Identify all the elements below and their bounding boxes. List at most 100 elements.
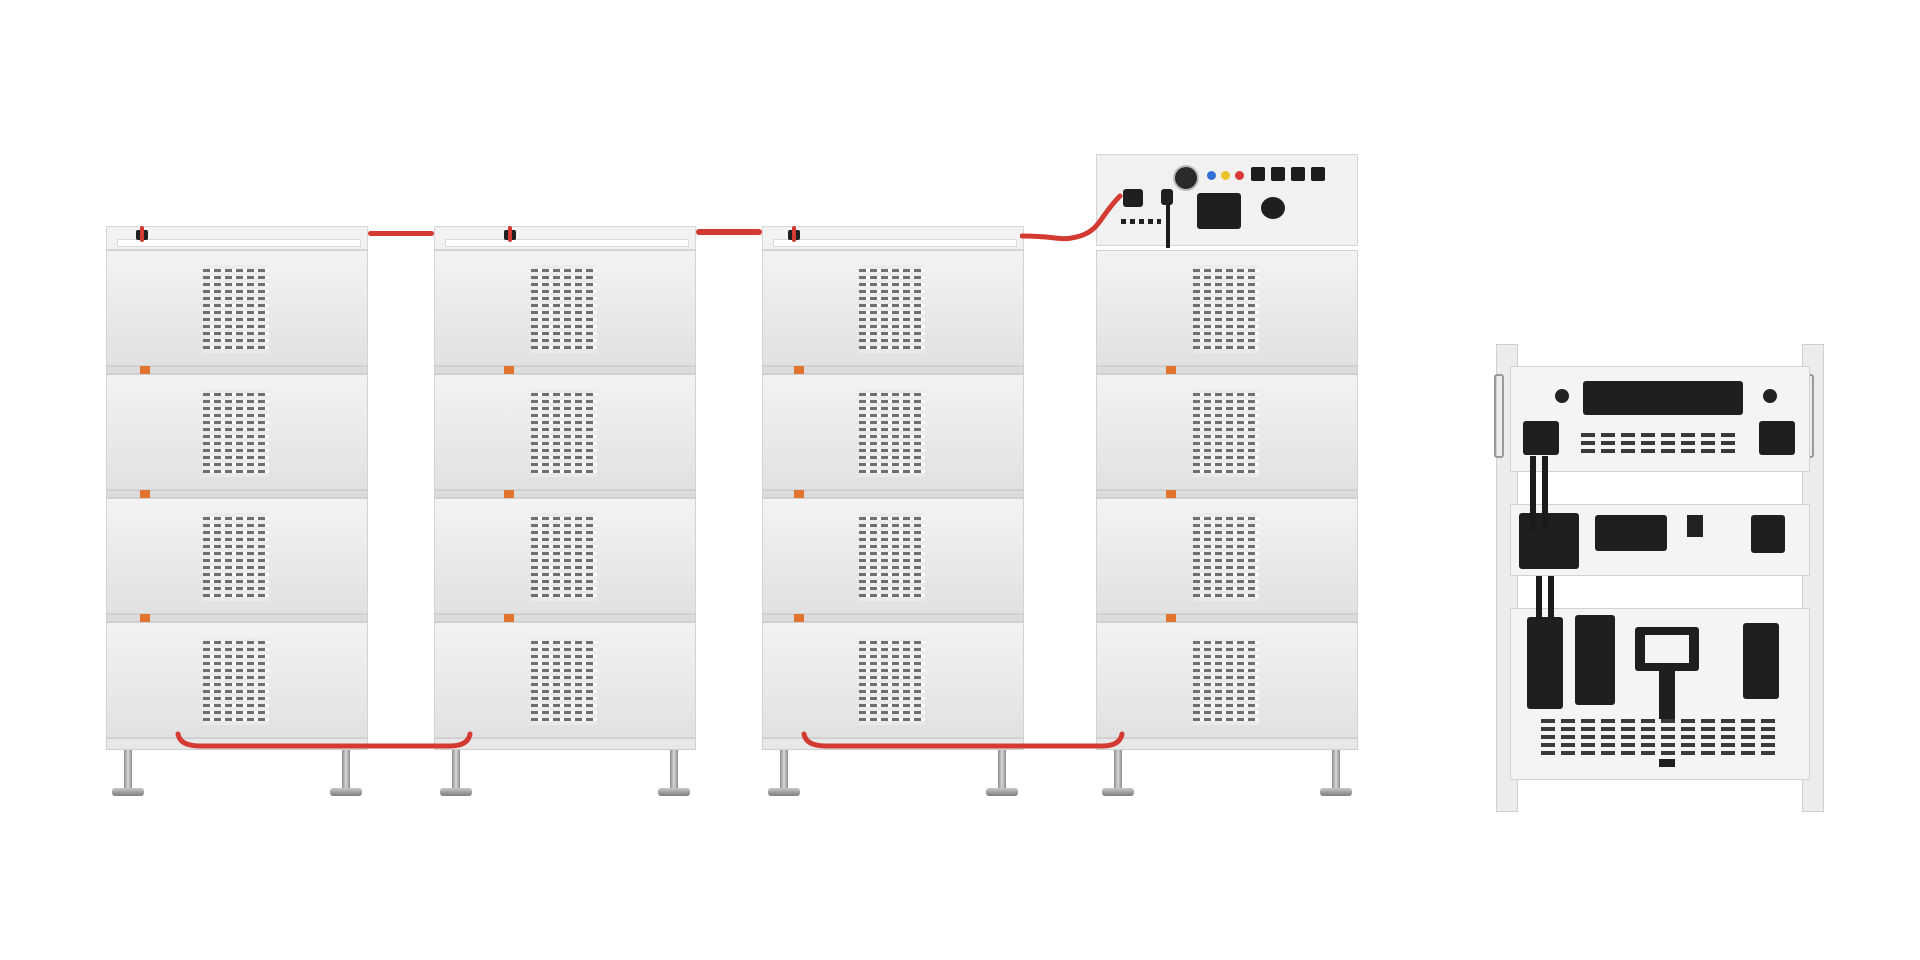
battery-module [106, 250, 368, 366]
battery-module [1096, 498, 1358, 614]
top-cable [140, 226, 144, 242]
module-spacer [762, 614, 1024, 622]
vent-grille [859, 389, 925, 477]
rack-shelf [1510, 504, 1810, 576]
battery-module [1096, 374, 1358, 490]
socket-icon [1271, 167, 1285, 181]
orange-clip [140, 614, 150, 622]
socket-icon [1251, 167, 1265, 181]
orange-clip [794, 366, 804, 374]
bottom-cable [801, 731, 1125, 749]
connector-icon [1759, 421, 1795, 455]
orange-clip [794, 490, 804, 498]
vent-grille [1541, 719, 1781, 759]
vent-grille [859, 637, 925, 725]
stack-base [1096, 738, 1358, 750]
orange-clip [140, 490, 150, 498]
module-spacer [106, 490, 368, 498]
connector-icon [1751, 515, 1785, 553]
battery-module [762, 250, 1024, 366]
leveling-foot [112, 750, 144, 796]
stack-top-cap [762, 226, 1024, 250]
control-rack [1492, 344, 1828, 812]
rack-shelf [1510, 366, 1810, 472]
vent-grille [203, 513, 269, 601]
battery-module [762, 374, 1024, 490]
vent-grille [1581, 431, 1741, 457]
vent-grille [859, 513, 925, 601]
battery-module [106, 374, 368, 490]
battery-module [434, 374, 696, 490]
ac-cable [1166, 204, 1170, 248]
rack-cable [1542, 456, 1548, 530]
top-cable [696, 229, 762, 235]
indicator-led-icon [1221, 171, 1230, 180]
vent-grille [531, 265, 597, 353]
battery-stack-3 [762, 226, 1024, 806]
orange-clip [794, 614, 804, 622]
controller-cable [1020, 193, 1123, 242]
rack-cable [1536, 576, 1542, 620]
connector-icon [1575, 615, 1615, 705]
module-spacer [1096, 490, 1358, 498]
orange-clip [1166, 614, 1176, 622]
battery-stack-1 [106, 226, 368, 806]
battery-module [106, 498, 368, 614]
module-spacer [1096, 366, 1358, 374]
battery-module [762, 622, 1024, 738]
vent-grille [531, 513, 597, 601]
junction-box [1527, 617, 1563, 709]
power-button-icon[interactable] [1763, 389, 1777, 403]
switch-icon[interactable] [1687, 515, 1703, 537]
leveling-foot [986, 750, 1018, 796]
module-spacer [106, 366, 368, 374]
top-cable [368, 231, 434, 236]
stack-top-cap [106, 226, 368, 250]
battery-stack-4 [1096, 154, 1358, 806]
module-spacer [434, 366, 696, 374]
power-button-icon[interactable] [1555, 389, 1569, 403]
connector-icon [1595, 515, 1667, 551]
junction-box [1519, 513, 1579, 569]
vent-grille [1193, 637, 1259, 725]
breaker-panel[interactable] [1635, 627, 1699, 671]
connector-icon [1523, 421, 1559, 455]
module-spacer [762, 490, 1024, 498]
leveling-foot [440, 750, 472, 796]
battery-module [762, 498, 1024, 614]
battery-module [1096, 250, 1358, 366]
vent-grille [1193, 513, 1259, 601]
rack-handle [1494, 374, 1504, 458]
connector-icon [1743, 623, 1779, 699]
socket-icon [1311, 167, 1325, 181]
rack-shelf [1510, 608, 1810, 780]
control-panel [1583, 381, 1743, 415]
vent-grille [531, 637, 597, 725]
leveling-foot [1102, 750, 1134, 796]
vent-grille [859, 265, 925, 353]
top-cable [792, 226, 796, 242]
power-button-icon[interactable] [1173, 165, 1199, 191]
port-row [1121, 219, 1161, 224]
orange-clip [504, 614, 514, 622]
display-panel [1197, 193, 1241, 229]
rack-cable [1548, 576, 1554, 620]
battery-stack-2 [434, 226, 696, 806]
controller-unit [1096, 154, 1358, 246]
orange-clip [1166, 366, 1176, 374]
module-spacer [1096, 614, 1358, 622]
indicator-led-icon [1235, 171, 1244, 180]
battery-module [434, 498, 696, 614]
connector-icon [1261, 197, 1285, 219]
vent-grille [531, 389, 597, 477]
leveling-foot [768, 750, 800, 796]
orange-clip [140, 366, 150, 374]
indicator-led-icon [1207, 171, 1216, 180]
module-spacer [434, 490, 696, 498]
module-spacer [762, 366, 1024, 374]
module-spacer [434, 614, 696, 622]
top-cable [508, 226, 512, 242]
vent-grille [1193, 265, 1259, 353]
orange-clip [504, 366, 514, 374]
